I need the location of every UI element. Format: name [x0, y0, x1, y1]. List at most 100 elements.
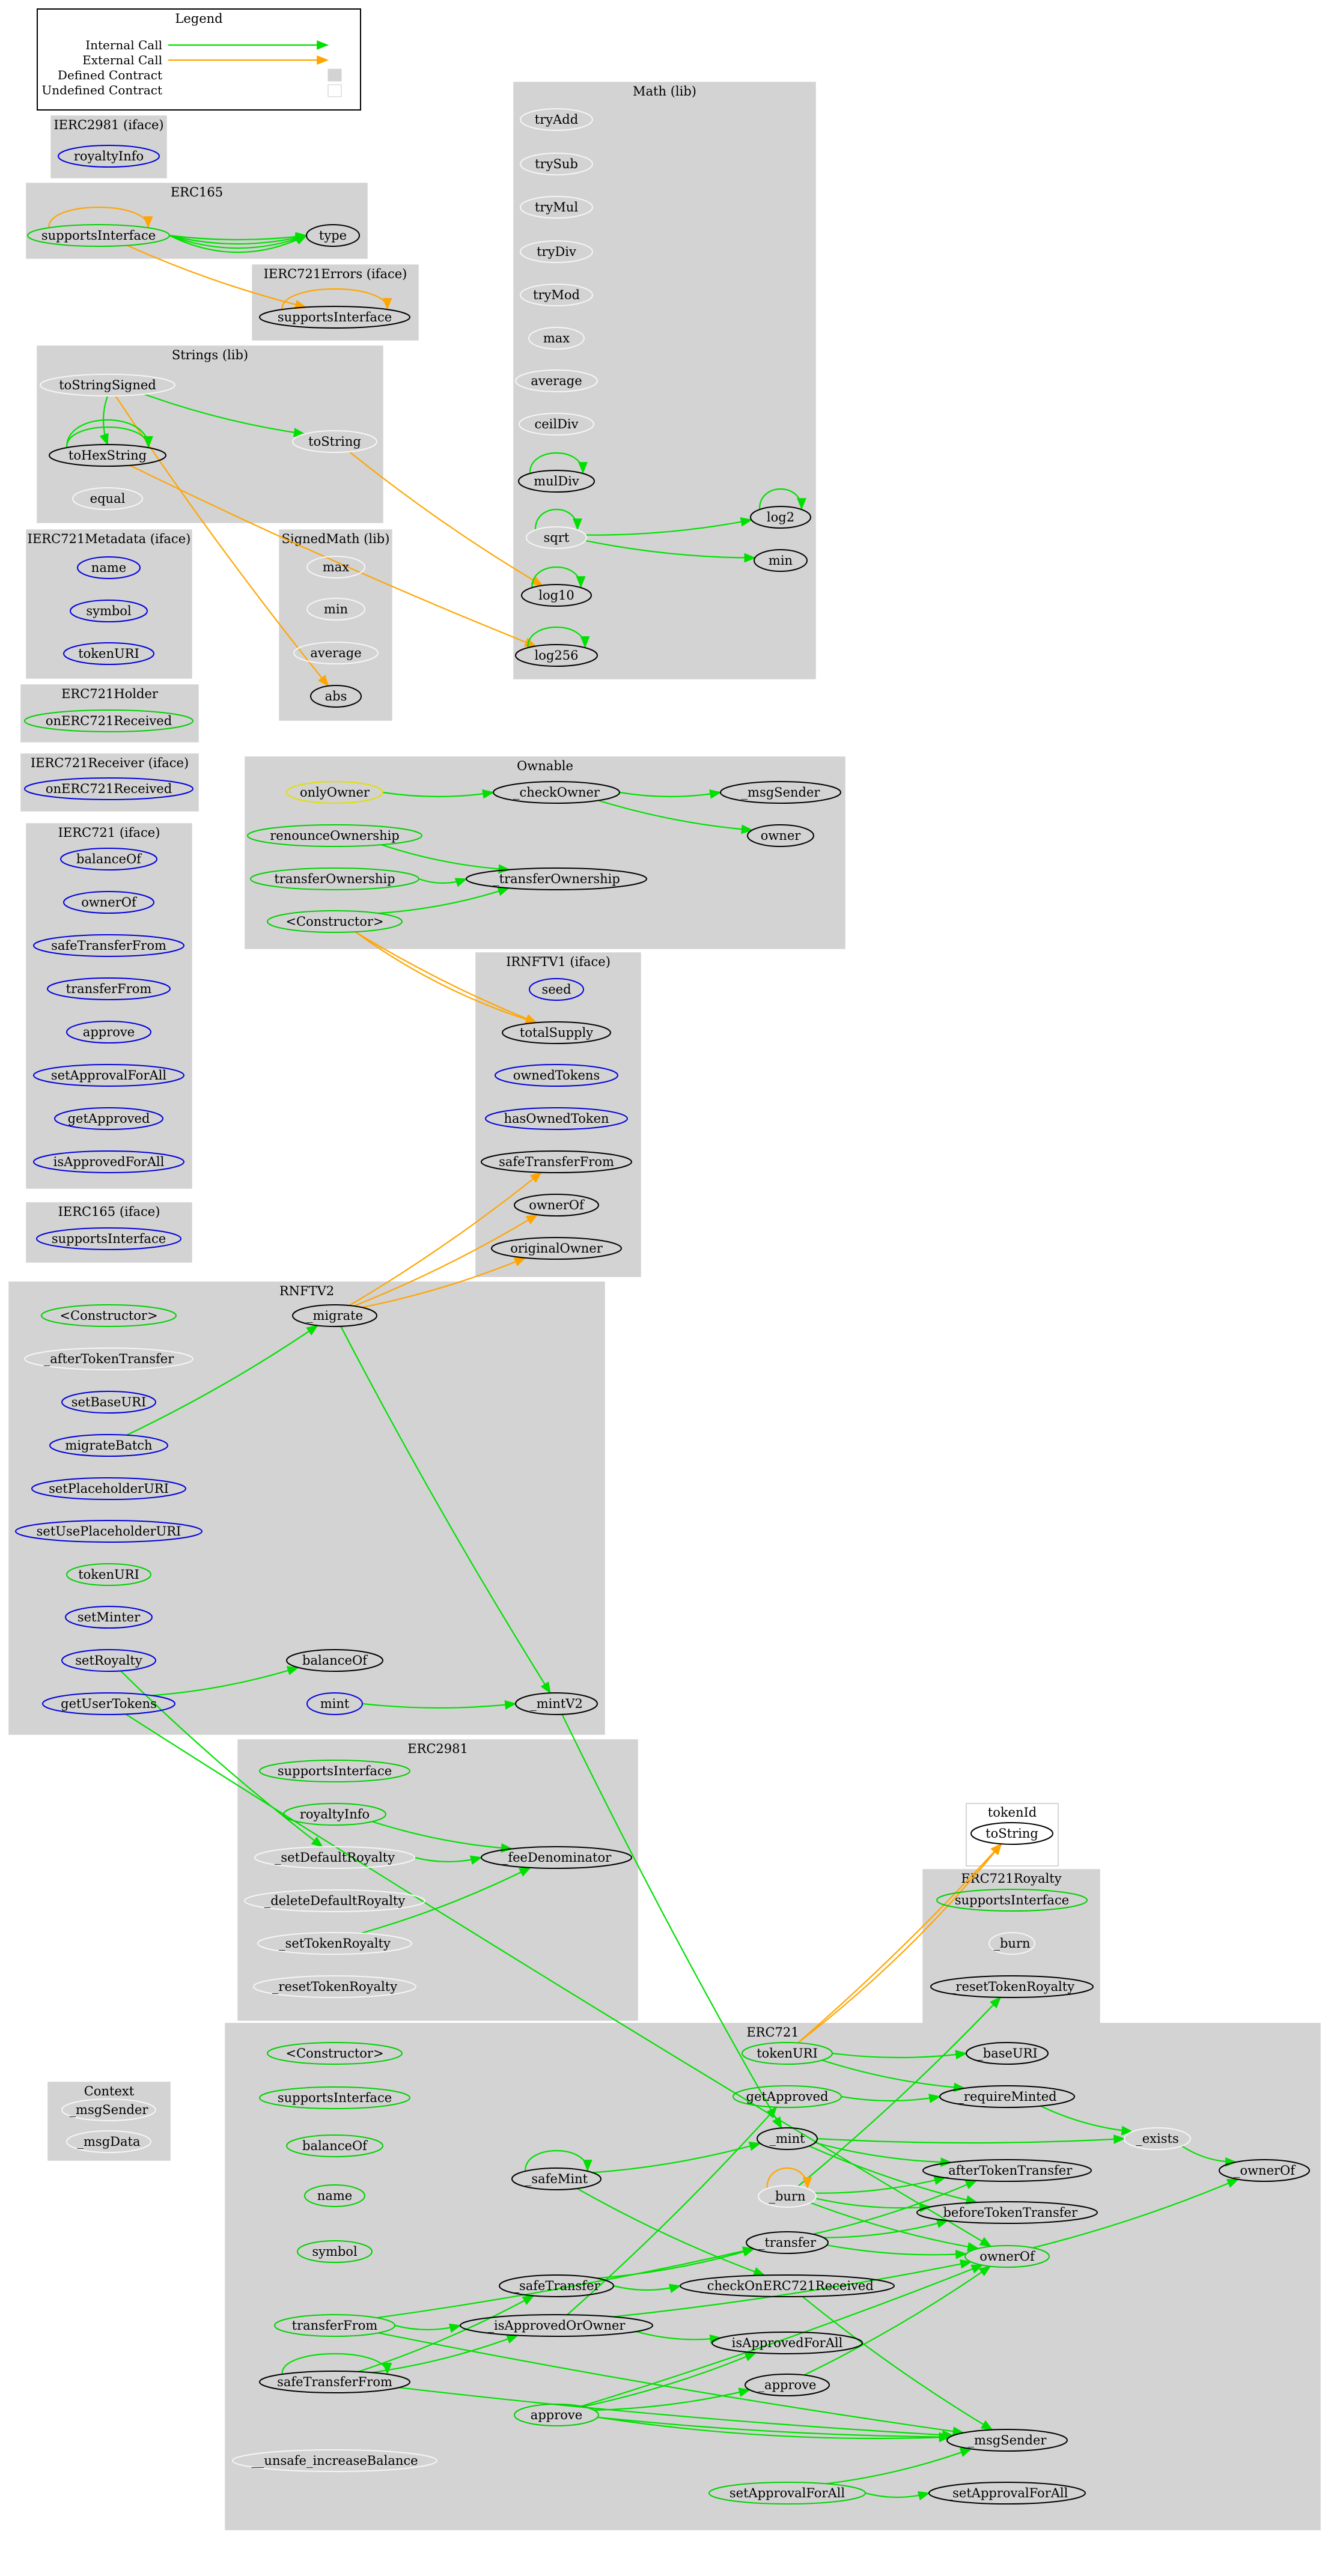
node-v2_getUserTokens[interactable]: getUserTokens [42, 1692, 175, 1715]
node-math_trySub[interactable]: trySub [520, 153, 593, 175]
node-e_burn[interactable]: _burn [758, 2185, 817, 2208]
node-i721_isApprovedForAll[interactable]: isApprovedForAll [33, 1150, 184, 1173]
node-v2_setUsePlaceholderURI[interactable]: setUsePlaceholderURI [15, 1520, 203, 1543]
node-e_setApprovalForAll[interactable]: setApprovalForAll [708, 2482, 866, 2505]
node-v1_hasOwnedToken[interactable]: hasOwnedToken [485, 1107, 628, 1130]
node-e_transferFrom[interactable]: transferFrom [274, 2314, 395, 2337]
node-e_setApprovalForAll_int[interactable]: _setApprovalForAll [928, 2482, 1086, 2505]
node-v1_safeTransferFrom[interactable]: safeTransferFrom [481, 1150, 632, 1173]
node-r_feeDenominator[interactable]: _feeDenominator [481, 1846, 632, 1869]
node-sm_abs[interactable]: abs [310, 685, 362, 708]
node-v2_balanceOf[interactable]: balanceOf [286, 1649, 383, 1672]
node-strings_toString[interactable]: toString [292, 430, 377, 453]
node-v1_originalOwner[interactable]: originalOwner [491, 1237, 622, 1260]
node-v2_constructor[interactable]: <Constructor> [41, 1304, 177, 1327]
node-e_msgSender[interactable]: _msgSender [946, 2429, 1068, 2452]
node-strings_equal[interactable]: equal [72, 487, 143, 510]
node-own_onlyOwner[interactable]: onlyOwner [286, 781, 383, 804]
node-i165_supportsInterface[interactable]: supportsInterface [36, 1227, 181, 1250]
node-meta_tokenURI[interactable]: tokenURI [63, 642, 154, 665]
node-i721_getApproved[interactable]: getApproved [54, 1107, 163, 1130]
node-e_approve_int[interactable]: _approve [745, 2374, 830, 2396]
node-strings_toStringSigned[interactable]: toStringSigned [40, 374, 175, 396]
node-roy_resetTokenRoyalty[interactable]: _resetTokenRoyalty [930, 1975, 1094, 1998]
node-sm_min[interactable]: min [306, 598, 365, 621]
node-math_min[interactable]: min [754, 549, 808, 572]
node-meta_name[interactable]: name [77, 556, 141, 579]
node-e_safeMint[interactable]: _safeMint [511, 2167, 602, 2190]
node-meta_symbol[interactable]: symbol [70, 600, 148, 622]
node-r_deleteDefaultRoyalty[interactable]: _deleteDefaultRoyalty [244, 1889, 425, 1912]
node-math_log2[interactable]: log2 [750, 506, 811, 529]
node-i721_transferFrom[interactable]: transferFrom [47, 977, 171, 1000]
node-roy_supportsInterface[interactable]: supportsInterface [936, 1889, 1088, 1912]
node-e_checkOnERC721Received[interactable]: _checkOnERC721Received [680, 2274, 895, 2297]
node-receiver_onERC721Received[interactable]: onERC721Received [24, 777, 193, 800]
node-e_unsafe_increaseBalance[interactable]: __unsafe_increaseBalance [232, 2449, 437, 2472]
node-math_max[interactable]: max [528, 327, 585, 350]
node-e_mint[interactable]: _mint [757, 2127, 818, 2150]
node-own__transferOwnership[interactable]: _transferOwnership [466, 867, 647, 890]
node-e_isApprovedOrOwner[interactable]: _isApprovedOrOwner [460, 2314, 653, 2337]
node-r_setTokenRoyalty[interactable]: _setTokenRoyalty [257, 1932, 412, 1955]
node-v2_afterTokenTransfer[interactable]: _afterTokenTransfer [24, 1347, 193, 1370]
node-own_checkOwner[interactable]: _checkOwner [493, 781, 620, 804]
node-v1_totalSupply[interactable]: totalSupply [502, 1021, 611, 1044]
node-e_tokenURI[interactable]: tokenURI [742, 2042, 833, 2065]
node-e_approve[interactable]: approve [514, 2404, 599, 2426]
node-v2_migrate[interactable]: _migrate [292, 1304, 377, 1327]
node-math_average[interactable]: average [515, 369, 598, 392]
node-e_ownerOf_int[interactable]: _ownerOf [1219, 2159, 1310, 2182]
node-math_tryAdd[interactable]: tryAdd [520, 108, 593, 131]
node-v2_mintV2[interactable]: _mintV2 [515, 1692, 598, 1715]
node-own_transferOwnership[interactable]: transferOwnership [250, 867, 419, 890]
node-v1_seed[interactable]: seed [529, 978, 584, 1001]
node-ierc721errors_supportsInterface[interactable]: supportsInterface [259, 306, 410, 329]
node-v1_ownedTokens[interactable]: ownedTokens [495, 1064, 618, 1087]
node-math_tryDiv[interactable]: tryDiv [520, 240, 593, 263]
node-math_mulDiv[interactable]: mulDiv [518, 470, 595, 493]
node-math_log10[interactable]: log10 [521, 584, 592, 607]
node-r_setDefaultRoyalty[interactable]: _setDefaultRoyalty [254, 1846, 415, 1869]
node-e_safeTransfer[interactable]: _safeTransfer [499, 2274, 614, 2297]
node-math_ceilDiv[interactable]: ceilDiv [519, 413, 594, 436]
node-v2_migrateBatch[interactable]: migrateBatch [49, 1434, 168, 1457]
node-sm_average[interactable]: average [293, 642, 379, 664]
node-i721_ownerOf[interactable]: ownerOf [63, 891, 154, 914]
node-math_sqrt[interactable]: sqrt [526, 526, 587, 549]
node-v1_ownerOf[interactable]: ownerOf [514, 1194, 599, 1217]
node-sm_max[interactable]: max [306, 556, 365, 579]
node-own_renounceOwnership[interactable]: renounceOwnership [247, 824, 422, 847]
node-roy_burn[interactable]: _burn [988, 1932, 1035, 1955]
node-e_baseURI[interactable]: _baseURI [966, 2042, 1049, 2065]
node-e_constructor[interactable]: <Constructor> [267, 2042, 403, 2065]
node-math_tryMul[interactable]: tryMul [520, 196, 593, 219]
node-e_safeTransferFrom[interactable]: safeTransferFrom [259, 2371, 410, 2393]
node-e_transfer[interactable]: _transfer [746, 2231, 829, 2254]
node-ctx_msgData[interactable]: _msgData [66, 2130, 151, 2153]
node-e_symbol[interactable]: symbol [297, 2240, 373, 2263]
node-e_requireMinted[interactable]: _requireMinted [939, 2085, 1075, 2108]
node-v2_setPlaceholderURI[interactable]: setPlaceholderURI [31, 1477, 186, 1500]
node-ctx_msgSender[interactable]: _msgSender [61, 2098, 156, 2121]
node-e_ownerOf[interactable]: ownerOf [964, 2245, 1050, 2268]
node-v2_setRoyalty[interactable]: setRoyalty [61, 1649, 156, 1672]
node-e_balanceOf[interactable]: balanceOf [286, 2134, 383, 2157]
node-e_exists[interactable]: _exists [1124, 2127, 1191, 2150]
node-v2_tokenURI[interactable]: tokenURI [66, 1563, 151, 1586]
node-holder_onERC721Received[interactable]: onERC721Received [24, 709, 193, 732]
node-i721_setApprovalForAll[interactable]: setApprovalForAll [33, 1064, 184, 1087]
node-erc165_type[interactable]: type [306, 224, 360, 247]
node-v2_setMinter[interactable]: setMinter [65, 1606, 153, 1629]
node-ierc2981_royaltyInfo[interactable]: royaltyInfo [58, 145, 160, 168]
node-math_log256[interactable]: log256 [515, 644, 598, 667]
node-v2_mint[interactable]: mint [306, 1692, 363, 1715]
node-own_owner[interactable]: owner [747, 824, 814, 847]
node-e_name[interactable]: name [304, 2184, 365, 2207]
node-e_beforeTokenTransfer[interactable]: _beforeTokenTransfer [916, 2201, 1098, 2224]
node-i721_approve[interactable]: approve [66, 1021, 151, 1043]
node-e_isApprovedForAll[interactable]: isApprovedForAll [711, 2331, 863, 2354]
node-math_tryMod[interactable]: tryMod [520, 284, 593, 306]
node-i721_safeTransferFrom[interactable]: safeTransferFrom [33, 934, 184, 957]
node-e_afterTokenTransfer[interactable]: _afterTokenTransfer [922, 2159, 1092, 2182]
